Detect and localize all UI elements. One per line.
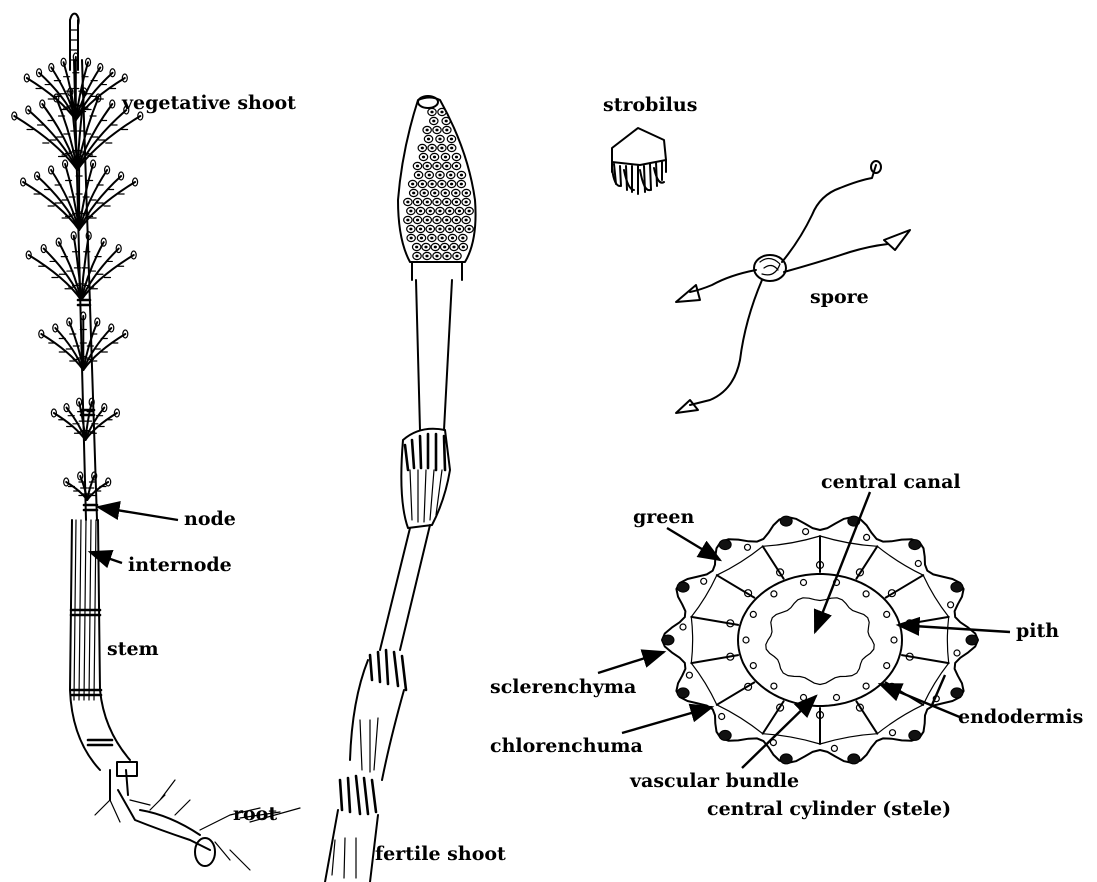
label-chlorenchuma: chlorenchuma [490, 737, 643, 756]
label-endodermis: endodermis [958, 708, 1083, 727]
label-central-cylinder: central cylinder (stele) [707, 800, 951, 819]
label-fertile-shoot: fertile shoot [375, 845, 506, 864]
vegetative-shoot-drawing [12, 14, 300, 870]
label-vascular-bundle: vascular bundle [630, 772, 799, 791]
label-stem: stem [107, 640, 159, 659]
sclerenchyma-arrow [598, 652, 664, 673]
label-root: root [233, 805, 277, 824]
label-internode: internode [128, 556, 232, 575]
pith-arrow [898, 625, 1010, 632]
label-green: green [633, 508, 694, 527]
label-pith: pith [1016, 622, 1059, 641]
internode-arrow [90, 552, 122, 563]
fertile-shoot-drawing [325, 96, 476, 882]
spore-drawing [676, 161, 910, 413]
label-spore: spore [810, 288, 869, 307]
strobilus-drawing [612, 128, 666, 194]
label-strobilus: strobilus [603, 96, 697, 115]
label-sclerenchyma: sclerenchyma [490, 678, 636, 697]
chlorenchuma-arrow [622, 707, 712, 733]
central-canal-arrow [815, 492, 870, 632]
label-central-canal: central canal [821, 473, 961, 492]
green-arrow [667, 528, 720, 560]
node-arrow [98, 507, 178, 520]
label-vegetative-shoot: vegetative shoot [122, 94, 296, 113]
label-node: node [184, 510, 236, 529]
